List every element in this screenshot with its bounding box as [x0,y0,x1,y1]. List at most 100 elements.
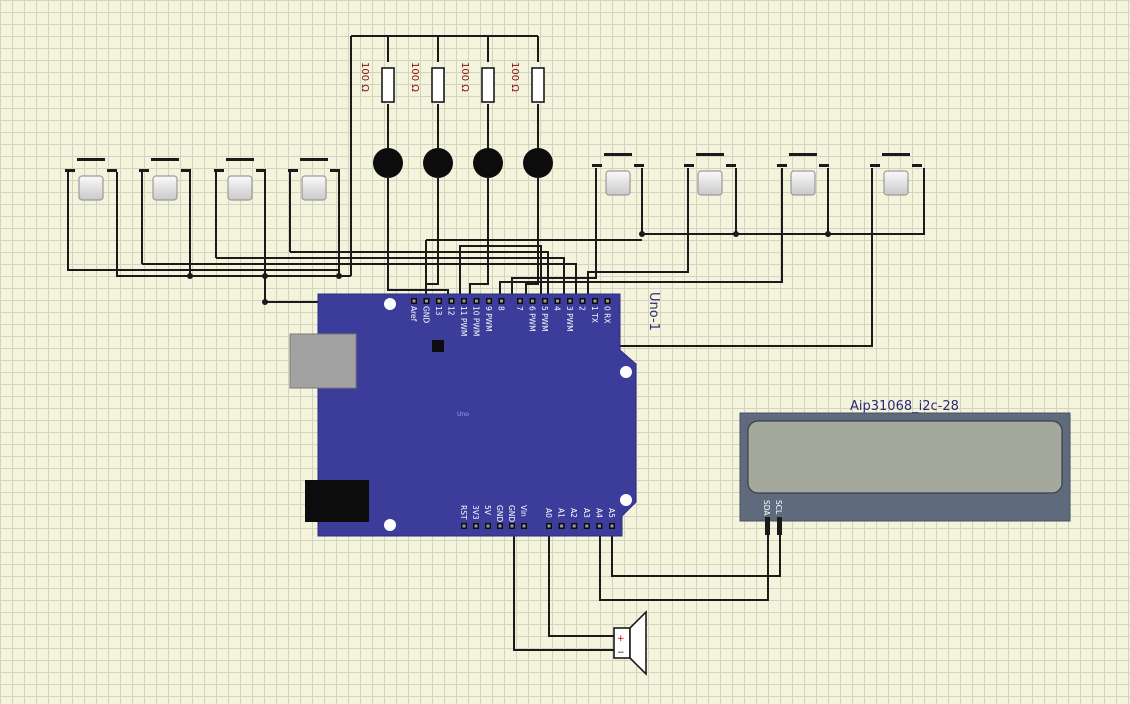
resistor-1[interactable]: 100 Ω [359,62,395,103]
power-header-pin-hole [510,524,514,528]
wire-a4-sda[interactable] [599,528,769,601]
top-header-pin-label: 1 TX [590,306,599,323]
wire-btn-left-2[interactable] [216,257,565,300]
leds [373,142,553,182]
top-header-pin-hole [556,299,559,303]
top-header-pin-label: 2 [578,306,587,311]
top-header-pin-label: 11 PWM [459,306,468,336]
top-header-pin-label: 0 RX [603,306,612,324]
top-header-pin-hole [543,299,547,303]
top-header-pin-hole [425,299,428,303]
top-header-pin-label: 8 [497,306,506,311]
usb-connector [289,333,357,389]
analog-header-pin-hole [560,524,564,528]
speaker[interactable]: + − [613,610,647,676]
power-header-pin-hole [474,524,478,528]
speaker-plus-label: + [617,634,625,644]
top-header-pin-hole [593,299,597,303]
push-button-l4[interactable] [287,157,341,201]
top-header-pin-label: Aref [409,306,418,322]
arduino-board [317,293,637,537]
resistors: 100 Ω 100 Ω 100 Ω 100 Ω [359,62,545,103]
top-header-pin-hole [606,299,609,303]
push-button-r3[interactable] [776,152,830,196]
power-jack [305,480,369,522]
top-header-pin-hole [518,299,522,303]
wire-a5-scl[interactable] [611,528,781,577]
power-header-pin-hole [498,524,502,528]
top-header-pin-label: 4 [553,306,562,311]
arduino-name: Uno-1 [646,292,661,331]
analog-header-pin-label: A2 [569,508,578,518]
wire-btn-left-4[interactable] [459,245,542,300]
power-header-pin-label: Vin [519,505,528,517]
lcd-name: Aip31068_i2c-28 [850,399,959,414]
speaker-minus-label: − [617,648,625,658]
analog-header-pin-hole [597,524,601,528]
power-header-pin-label: 3V3 [471,505,480,520]
wire-led3[interactable] [469,178,489,300]
analog-header-pin-hole [572,524,576,528]
led-4[interactable] [523,142,553,182]
reset-button[interactable] [432,340,444,352]
wire-a0-speaker[interactable] [548,528,616,637]
resistor-3-label: 100 Ω [459,62,470,92]
push-button-l2[interactable] [138,157,192,201]
led-1[interactable] [373,142,403,182]
power-header-pin-hole [522,524,526,528]
top-header-pin-label: 9 PWM [484,306,493,332]
resistor-4-label: 100 Ω [509,62,520,92]
top-header-pin-hole [531,299,534,303]
analog-header-pin-hole [610,524,614,528]
power-header-pin-label: GND [507,505,516,522]
top-header-pin-label: 7 [515,306,524,311]
wire-btn-left-3[interactable] [290,251,549,300]
push-button-l1[interactable] [64,157,118,201]
resistor-4[interactable]: 100 Ω [509,62,545,103]
push-button-r1[interactable] [591,152,645,196]
top-header-pin-hole [462,299,466,303]
led-3[interactable] [473,142,503,182]
power-header-pin-label: GND [495,505,504,522]
top-header-pin-label: 5 PWM [540,306,549,332]
lcd-screen [747,420,1063,494]
analog-header-pin-label: A3 [582,508,591,518]
top-header-pin-hole [581,299,584,303]
led-2[interactable] [423,142,453,182]
resistor-3[interactable]: 100 Ω [459,62,495,103]
top-header-pin-hole [500,299,503,303]
board-silkscreen: Uno [457,411,469,418]
top-header-pin-hole [437,299,441,303]
top-header-pin-hole [412,299,416,303]
speaker-cone [629,610,647,676]
resistor-2[interactable]: 100 Ω [409,62,445,103]
push-button-r4[interactable] [869,152,923,196]
top-header-pin-hole [475,299,478,303]
power-header-pin-hole [486,524,490,528]
lcd-pin-sda: SDA [762,500,771,516]
resistor-2-label: 100 Ω [409,62,420,92]
top-header-pin-label: 3 PWM [565,306,574,332]
lcd-module[interactable]: Aip31068_i2c-28 SDA SCL [739,399,1071,535]
push-button-l3[interactable] [213,157,267,201]
top-header-pin-label: GND [422,306,431,323]
top-header-pin-label: 6 PWM [528,306,537,332]
mount-hole [384,519,396,531]
mount-hole [620,494,632,506]
wire-gnd-speaker[interactable] [513,528,616,651]
wire-led4[interactable] [525,178,539,300]
resistor-1-label: 100 Ω [359,62,370,92]
wire-btn-left-1[interactable] [142,263,577,300]
mount-hole [620,366,632,378]
mount-hole [384,298,396,310]
power-header-pin-hole [462,524,466,528]
top-header-pin-label: 12 [447,306,456,316]
analog-header-pin-hole [585,524,589,528]
analog-header-pin-label: A4 [594,508,603,518]
push-button-r2[interactable] [683,152,737,196]
